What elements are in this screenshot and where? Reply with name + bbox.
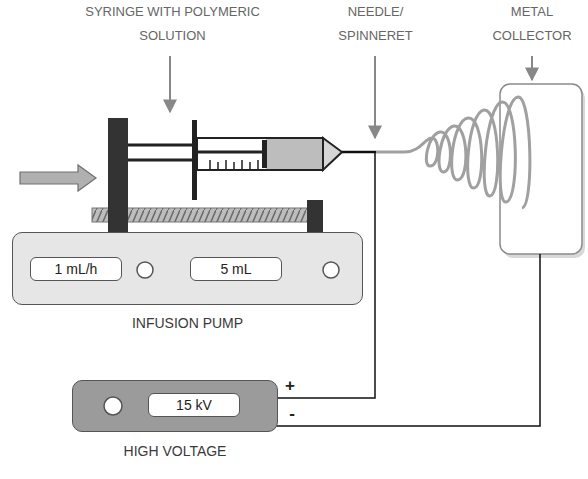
- needle: [342, 151, 376, 154]
- scale-ticks: [210, 160, 258, 170]
- leader-arrow: [374, 56, 376, 138]
- leader-arrow: [169, 56, 171, 112]
- infusion-pump: INFUSION PUMP 1 mL/h 5 mL: [12, 232, 363, 334]
- plunger-stopper: [262, 140, 267, 168]
- leader-arrow: [531, 56, 533, 80]
- display-value: 5 mL: [199, 260, 273, 278]
- panel-label: HIGH VOLTAGE: [72, 442, 278, 460]
- plunger-rod: [128, 144, 195, 147]
- display-value: 1 mL/h: [39, 260, 113, 278]
- polymer-solution: [266, 139, 322, 169]
- polarity-sign: +: [282, 377, 298, 395]
- panel-label: INFUSION PUMP: [12, 314, 363, 332]
- display-value: 15 kV: [157, 396, 231, 414]
- plunger-rod: [197, 151, 266, 154]
- syringe-barrel: [197, 138, 323, 170]
- voltage-display: 15 kV: [148, 393, 240, 417]
- push-arrow: [20, 165, 96, 191]
- plunger-rod: [128, 159, 195, 162]
- volume-display: 5 mL: [190, 257, 282, 281]
- callout-label: METAL COLLECTOR: [484, 0, 580, 48]
- polarity-sign: -: [284, 405, 300, 423]
- callout-label: SYRINGE WITH POLYMERIC SOLUTION: [65, 0, 280, 48]
- flow-rate-display: 1 mL/h: [30, 257, 122, 281]
- metal-collector: [500, 84, 582, 254]
- support-block: [307, 200, 323, 236]
- polymer-jet: [376, 97, 530, 208]
- callout-label: NEEDLE/ SPINNERET: [328, 0, 423, 48]
- syringe-tip: [323, 138, 342, 170]
- pusher-block: [108, 118, 128, 238]
- high-voltage-supply: HIGH VOLTAGE 15 kV: [72, 380, 278, 462]
